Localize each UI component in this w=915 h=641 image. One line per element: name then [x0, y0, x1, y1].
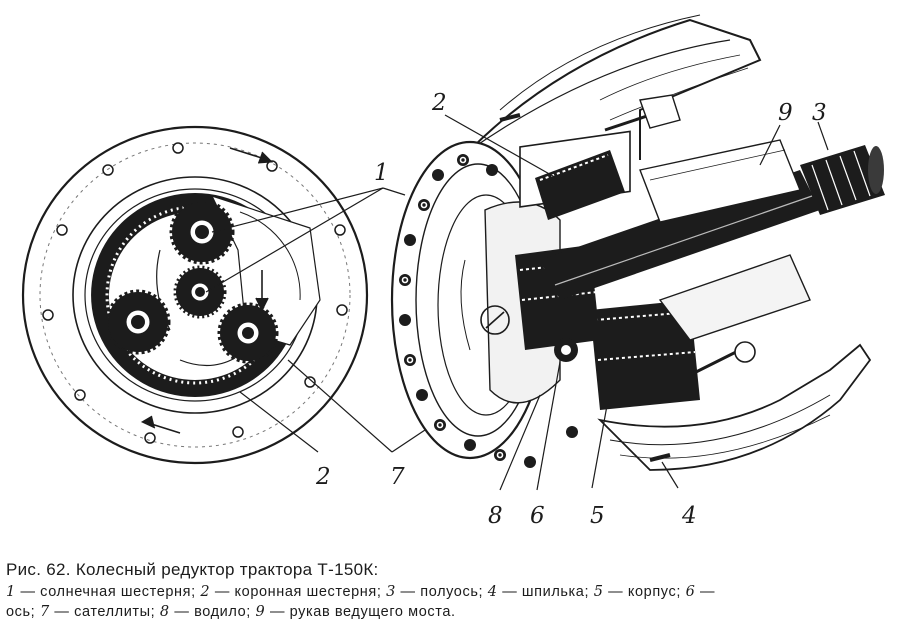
callout-5: 5 — [590, 503, 605, 529]
legend-text: — корпус; — [603, 584, 686, 600]
legend-num: 2 — [200, 584, 211, 600]
legend-line-1: 1 — солнечная шестерня; 2 — коронная шес… — [6, 584, 906, 600]
spline-end — [800, 145, 885, 215]
leader-lines-left — [205, 187, 531, 453]
planetary-schematic — [21, 125, 369, 465]
crown-gear-bottom — [590, 300, 700, 410]
legend-num: 4 — [487, 584, 498, 600]
legend-num: 1 — [6, 584, 16, 600]
legend-text: — — [695, 584, 716, 600]
legend-text: — сателлиты; — [49, 604, 160, 620]
crown-gear-top — [535, 150, 625, 220]
legend-text: ось; — [6, 604, 40, 620]
figure-caption: Рис. 62. Колесный редуктор трактора Т-15… — [6, 560, 906, 620]
caption-title: Рис. 62. Колесный редуктор трактора Т-15… — [6, 560, 379, 579]
callout-7: 7 — [390, 464, 405, 490]
callout-6: 6 — [530, 503, 545, 529]
callout-1: 1 — [374, 160, 389, 186]
technical-drawing — [21, 14, 885, 491]
legend-num: 8 — [159, 604, 170, 620]
legend-num: 9 — [255, 604, 266, 620]
callout-4: 4 — [682, 503, 697, 529]
legend-text: — солнечная шестерня; — [15, 584, 201, 600]
figure-illustration: 1 2 2 3 4 5 6 7 8 9 — [21, 14, 885, 529]
callout-3: 3 — [812, 100, 827, 126]
reducer-cutaway — [390, 14, 885, 471]
callout-2-bottom: 2 — [316, 464, 331, 490]
flange-bolt-holes — [42, 142, 348, 444]
flange-bolts — [399, 154, 578, 468]
legend-num: 7 — [39, 604, 50, 620]
axle-shaft — [540, 170, 820, 300]
leader-lines-right — [444, 114, 829, 491]
legend-text: — шпилька; — [497, 584, 594, 600]
legend-num: 6 — [685, 584, 696, 600]
legend-num: 5 — [593, 584, 604, 600]
legend-num: 3 — [386, 584, 396, 600]
callout-2-top: 2 — [432, 90, 447, 116]
callout-9: 9 — [778, 100, 793, 126]
callout-8: 8 — [488, 503, 503, 529]
legend-line-2: ось; 7 — сателлиты; 8 — водило; 9 — рука… — [6, 604, 906, 620]
legend-text: — коронная шестерня; — [210, 584, 387, 600]
legend-text: — полуось; — [395, 584, 488, 600]
legend-text: — водило; — [169, 604, 256, 620]
legend-text: — рукав ведущего моста. — [265, 604, 456, 620]
